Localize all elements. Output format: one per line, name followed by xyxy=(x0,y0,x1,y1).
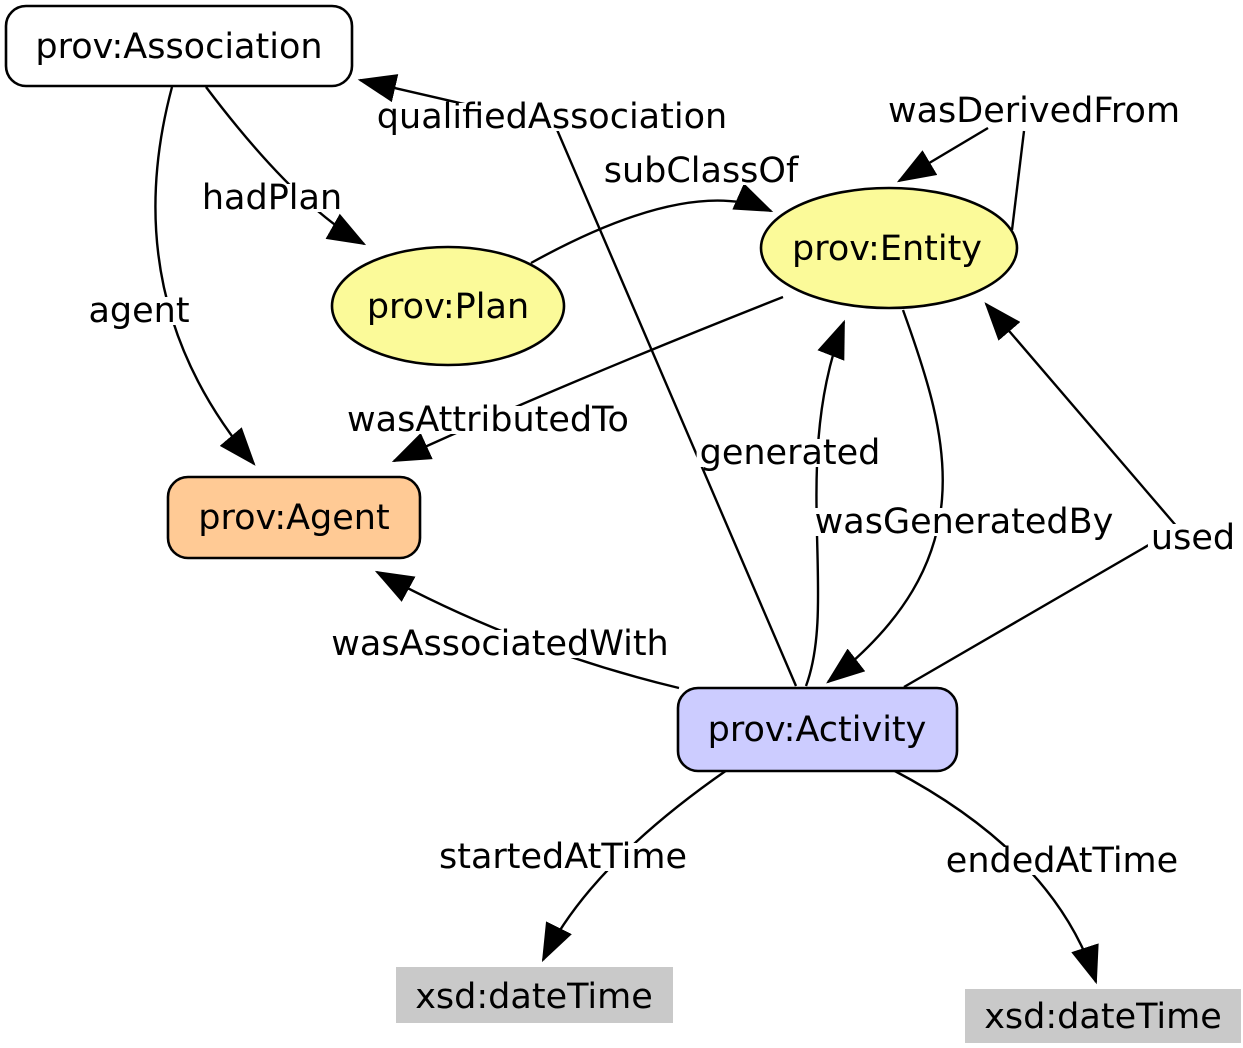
edge-label-sub-class-of: subClassOf xyxy=(604,151,799,191)
node-prov-agent-label: prov:Agent xyxy=(198,498,389,538)
edge-label-bg xyxy=(328,630,672,658)
node-prov-association-shape xyxy=(4,4,354,88)
edge-label-bg xyxy=(600,157,802,185)
edge-was-attributed-to xyxy=(391,295,784,463)
edge-label-bg xyxy=(198,184,346,212)
edge-labels-layer: qualifiedAssociation subClassOf wasDeriv… xyxy=(85,91,1239,881)
edge-label-had-plan: hadPlan xyxy=(202,178,342,218)
edge-label-bg xyxy=(436,843,690,871)
edge-had-plan xyxy=(205,86,367,246)
edge-label-used: used xyxy=(1151,518,1235,558)
edge-was-derived-from xyxy=(896,126,989,183)
edge-label-was-derived-from: wasDerivedFrom xyxy=(888,91,1180,131)
edge-label-bg xyxy=(1147,524,1239,552)
edge-was-generated-by xyxy=(826,309,944,684)
edge-label-qualified-association: qualifiedAssociation xyxy=(377,97,727,137)
edge-label-started-at-time: startedAtTime xyxy=(439,837,687,877)
node-prov-association-label: prov:Association xyxy=(35,27,322,67)
edge-label-bg xyxy=(942,847,1182,875)
edge-label-bg xyxy=(344,406,632,434)
edge-label-bg xyxy=(373,103,731,131)
edge-label-bg xyxy=(884,97,1184,125)
node-prov-activity-label: prov:Activity xyxy=(708,710,927,750)
node-prov-entity-shape xyxy=(759,186,1019,310)
edge-label-was-associated-with: wasAssociatedWith xyxy=(331,624,669,664)
node-prov-plan-shape xyxy=(330,245,566,367)
node-xsd-datetime-start-shape xyxy=(396,967,673,1023)
edge-sub-class-of xyxy=(530,183,774,265)
node-xsd-datetime-end-label: xsd:dateTime xyxy=(984,997,1222,1037)
node-xsd-datetime-start-label: xsd:dateTime xyxy=(415,977,653,1017)
node-prov-plan-label: prov:Plan xyxy=(367,287,529,327)
edge-label-was-generated-by: wasGeneratedBy xyxy=(815,502,1114,542)
edge-label-bg xyxy=(85,297,193,325)
node-labels-layer: prov:Association prov:Plan prov:Entity p… xyxy=(35,27,1221,1037)
edge-label-ended-at-time: endedAtTime xyxy=(946,841,1178,881)
nodes-layer xyxy=(4,4,1241,1043)
edge-label-bg xyxy=(696,439,884,467)
edge-label-was-attributed-to: wasAttributedTo xyxy=(347,400,629,440)
node-xsd-datetime-end-shape xyxy=(965,989,1241,1043)
node-prov-entity-label: prov:Entity xyxy=(792,229,982,269)
node-prov-agent-shape xyxy=(166,475,422,560)
edge-used xyxy=(903,302,1180,689)
edge-label-generated: generated xyxy=(700,433,881,473)
edge-label-bg xyxy=(811,508,1117,536)
edge-label-agent: agent xyxy=(88,291,189,331)
edge-was-derived-from-return xyxy=(1010,130,1026,231)
node-prov-activity-shape xyxy=(676,686,959,773)
edge-agent xyxy=(154,86,256,466)
